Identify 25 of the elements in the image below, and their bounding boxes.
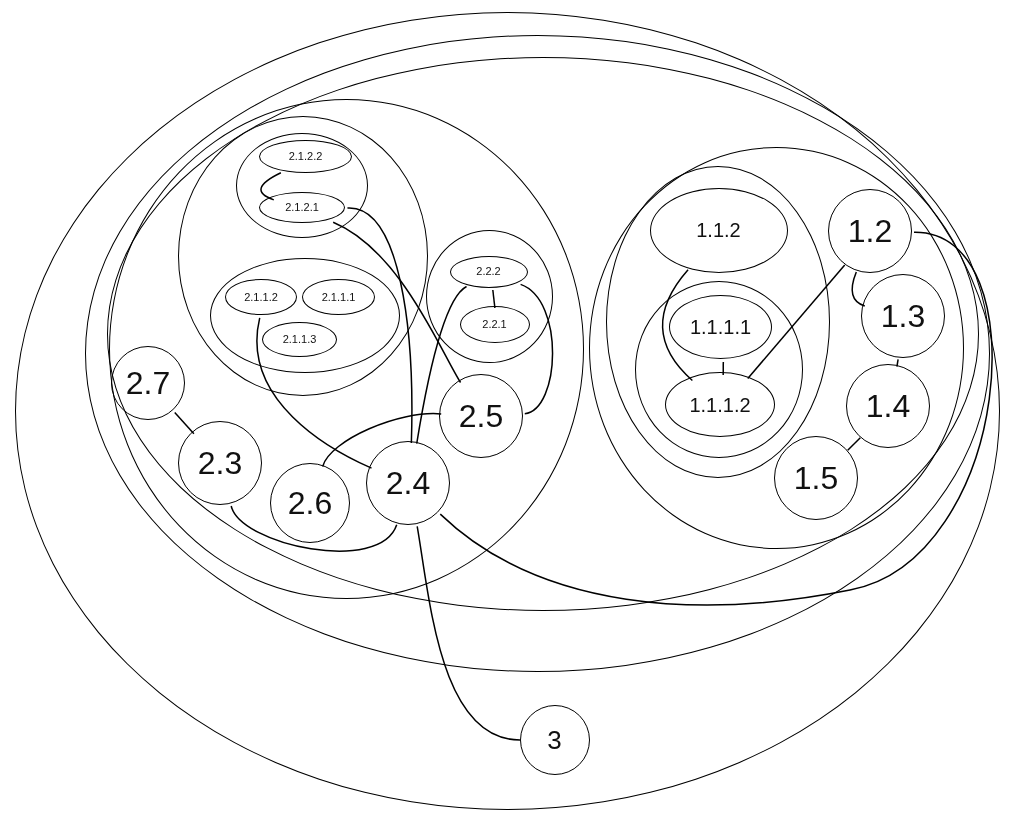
group-ellipse bbox=[426, 230, 553, 363]
connector-line bbox=[230, 505, 398, 552]
connector-line bbox=[492, 289, 496, 309]
node-circle: 1.1.2 bbox=[649, 187, 788, 273]
connector-line bbox=[321, 412, 442, 468]
group-ellipse bbox=[209, 257, 400, 373]
connector-line bbox=[661, 269, 694, 382]
group-ellipse bbox=[634, 280, 803, 458]
connector-line bbox=[260, 172, 282, 201]
connector-line bbox=[256, 317, 373, 469]
connector-line bbox=[346, 207, 413, 444]
group-ellipse bbox=[84, 34, 990, 672]
connector-line bbox=[416, 525, 521, 741]
connector-line bbox=[851, 271, 866, 307]
connector-line bbox=[896, 358, 899, 368]
group-ellipse bbox=[235, 132, 368, 238]
node-circle: 1.1.1.2 bbox=[665, 372, 775, 437]
connector-line bbox=[332, 221, 462, 384]
connector-line bbox=[846, 436, 862, 452]
connector-line bbox=[519, 283, 554, 415]
connector-line bbox=[439, 231, 993, 606]
connector-line bbox=[747, 264, 846, 380]
connector-line bbox=[415, 285, 468, 445]
connector-line bbox=[722, 361, 725, 376]
connector-line bbox=[174, 411, 195, 435]
